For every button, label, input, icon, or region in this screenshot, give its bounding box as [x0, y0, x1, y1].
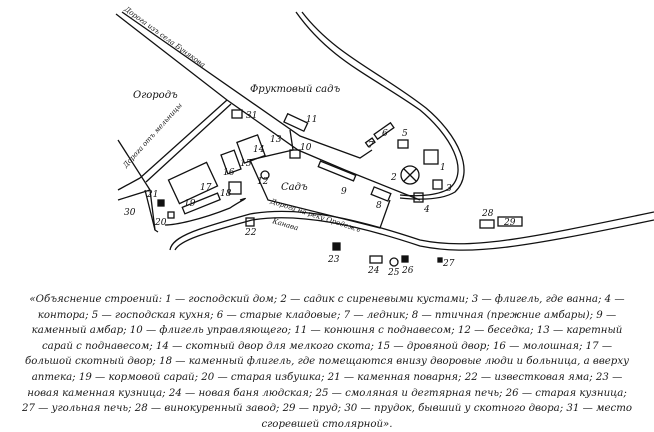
- building-number: 15: [240, 159, 252, 169]
- building-number: 5: [402, 129, 408, 139]
- building-number: 30: [124, 208, 136, 218]
- building-number: 13: [270, 135, 282, 145]
- building-number: 21: [146, 190, 158, 200]
- road-from-mill: [139, 99, 228, 179]
- building-number: 3: [446, 184, 452, 194]
- building-number: 4: [423, 205, 430, 215]
- building-number: 29: [503, 218, 516, 228]
- building-number: 10: [300, 143, 312, 153]
- river: [295, 11, 459, 197]
- building-number: 17: [200, 183, 212, 193]
- label-garden: Садъ: [281, 182, 308, 193]
- building-number: 14: [253, 145, 265, 155]
- label-ditch: Канава: [270, 217, 299, 232]
- building-number: 25: [387, 268, 400, 278]
- building-number: 11: [306, 115, 317, 125]
- building-number: 12: [257, 177, 269, 187]
- building-number: 28: [481, 209, 494, 219]
- road-to-river: [169, 210, 654, 251]
- building-number: 6: [382, 129, 388, 139]
- building-number: 19: [184, 199, 196, 209]
- building-number: 22: [244, 228, 257, 238]
- map-lines: [115, 11, 654, 267]
- building-number: 16: [223, 168, 235, 178]
- building-number: 2: [390, 173, 397, 183]
- building-number: 31: [246, 111, 257, 121]
- label-orchard: Фруктовый садъ: [250, 84, 340, 95]
- building-number: 27: [442, 259, 455, 269]
- building-number: 8: [376, 201, 382, 211]
- label-road-from-village: Дорога изъ села Бунякова: [122, 5, 207, 70]
- building-number: 1: [440, 163, 446, 173]
- label-vegetable-garden: Огородъ: [133, 90, 178, 101]
- building-number: 26: [401, 266, 414, 276]
- building-number: 18: [220, 189, 232, 199]
- building-number: 24: [367, 266, 380, 276]
- estate-plan-map: Огородъ Фруктовый садъ Садъ Канава Дорог…: [115, 5, 654, 278]
- building-number: 7: [368, 141, 374, 151]
- building-number: 23: [327, 255, 340, 265]
- building-number: 9: [341, 187, 347, 197]
- map-legend-caption: «Объяснение строений: 1 — господский дом…: [21, 294, 633, 430]
- label-road-from-mill: Дорога отъ мельницы: [121, 101, 184, 170]
- building-number: 20: [154, 218, 167, 228]
- label-road-to-river: Дорога на реку Оредежъ: [268, 197, 361, 234]
- building-numbers: 1 2 3 4 5 6 7 8 9 10 11 12 13 14 15 16 1…: [124, 111, 516, 278]
